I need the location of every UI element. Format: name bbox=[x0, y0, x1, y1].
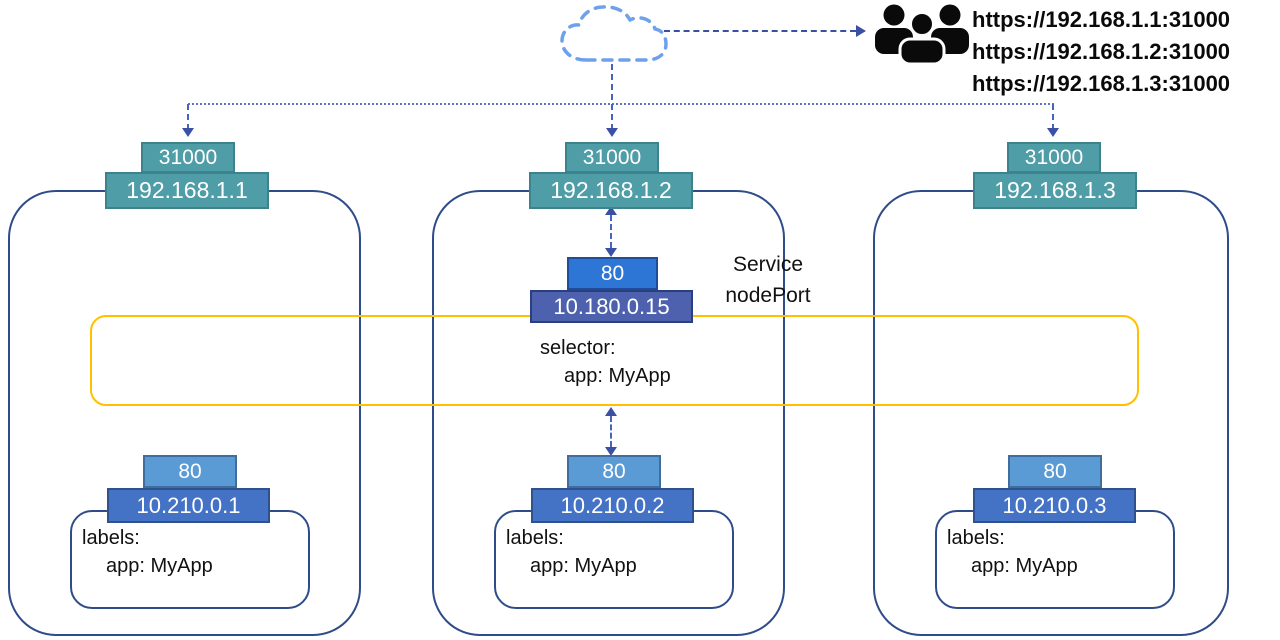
pod-2-ip-badge: 10.210.0.2 bbox=[531, 488, 694, 523]
pod-1-port-badge: 80 bbox=[143, 455, 237, 488]
nodeport-distribution-line bbox=[188, 103, 1054, 105]
pod-3-ip-badge: 10.210.0.3 bbox=[973, 488, 1136, 523]
service-nodeport-label: Service nodePort bbox=[706, 249, 830, 311]
service-label-line1: Service bbox=[732, 253, 804, 276]
pod-3-labels-value: app: MyApp bbox=[971, 555, 1078, 577]
pod-3-labels: labels: app: MyApp bbox=[947, 524, 1078, 580]
service-label-line2: nodePort bbox=[725, 284, 811, 307]
pod-3-port-badge: 80 bbox=[1008, 455, 1102, 488]
pod-1-labels-value: app: MyApp bbox=[106, 555, 213, 577]
node-1-port-badge: 31000 bbox=[141, 142, 235, 173]
node-1: 31000 192.168.1.1 80 10.210.0.1 labels: … bbox=[8, 0, 362, 640]
arrowhead-node1 bbox=[182, 128, 194, 137]
pod-1-ip-badge: 10.210.0.1 bbox=[107, 488, 270, 523]
pod-1-labels: labels: app: MyApp bbox=[82, 524, 213, 580]
pod-2-port-badge: 80 bbox=[567, 455, 661, 488]
node-2-ip-badge: 192.168.1.2 bbox=[529, 172, 693, 209]
pod-2-labels-value: app: MyApp bbox=[530, 555, 637, 577]
node-3-port-badge: 31000 bbox=[1007, 142, 1101, 173]
service-ip-badge: 10.180.0.15 bbox=[530, 290, 693, 323]
node-service-arrowhead-up bbox=[605, 206, 617, 215]
cloud-to-users-arrowhead bbox=[856, 25, 866, 37]
internet-cloud-icon bbox=[560, 5, 668, 62]
external-urls: https://192.168.1.1:31000 https://192.16… bbox=[972, 4, 1230, 100]
pod-2-labels-title: labels: bbox=[506, 527, 564, 549]
node-3: 31000 192.168.1.3 80 10.210.0.3 labels: … bbox=[873, 0, 1229, 640]
service-pod-arrowhead-down bbox=[605, 447, 617, 456]
node-2-port-badge: 31000 bbox=[565, 142, 659, 173]
pod-1-labels-title: labels: bbox=[82, 527, 140, 549]
arrow-to-node3 bbox=[1052, 104, 1054, 130]
node-1-ip-badge: 192.168.1.1 bbox=[105, 172, 269, 209]
selector-title: selector: bbox=[540, 337, 616, 359]
pod-2-labels: labels: app: MyApp bbox=[506, 524, 637, 580]
url-line-2: https://192.168.1.2:31000 bbox=[972, 39, 1231, 64]
node-2: 31000 192.168.1.2 80 10.210.0.2 labels: … bbox=[432, 0, 786, 640]
cloud-to-users-arrow-line bbox=[664, 30, 856, 32]
arrowhead-node2 bbox=[606, 128, 618, 137]
users-icon bbox=[875, 4, 969, 64]
arrowhead-node3 bbox=[1047, 128, 1059, 137]
node-service-arrow-line bbox=[610, 215, 612, 248]
arrow-to-node1 bbox=[187, 104, 189, 130]
url-line-3: https://192.168.1.3:31000 bbox=[972, 71, 1231, 96]
service-port-badge: 80 bbox=[567, 257, 658, 290]
service-pod-arrow-line bbox=[610, 416, 612, 447]
selector-value: app: MyApp bbox=[564, 365, 671, 387]
service-selector-text: selector: app: MyApp bbox=[540, 334, 671, 390]
node-3-ip-badge: 192.168.1.3 bbox=[973, 172, 1137, 209]
service-pod-arrowhead-up bbox=[605, 407, 617, 416]
arrow-cloud-to-node2 bbox=[611, 64, 613, 130]
pod-3-labels-title: labels: bbox=[947, 527, 1005, 549]
node-service-arrowhead-down bbox=[605, 248, 617, 257]
url-line-1: https://192.168.1.1:31000 bbox=[972, 7, 1231, 32]
